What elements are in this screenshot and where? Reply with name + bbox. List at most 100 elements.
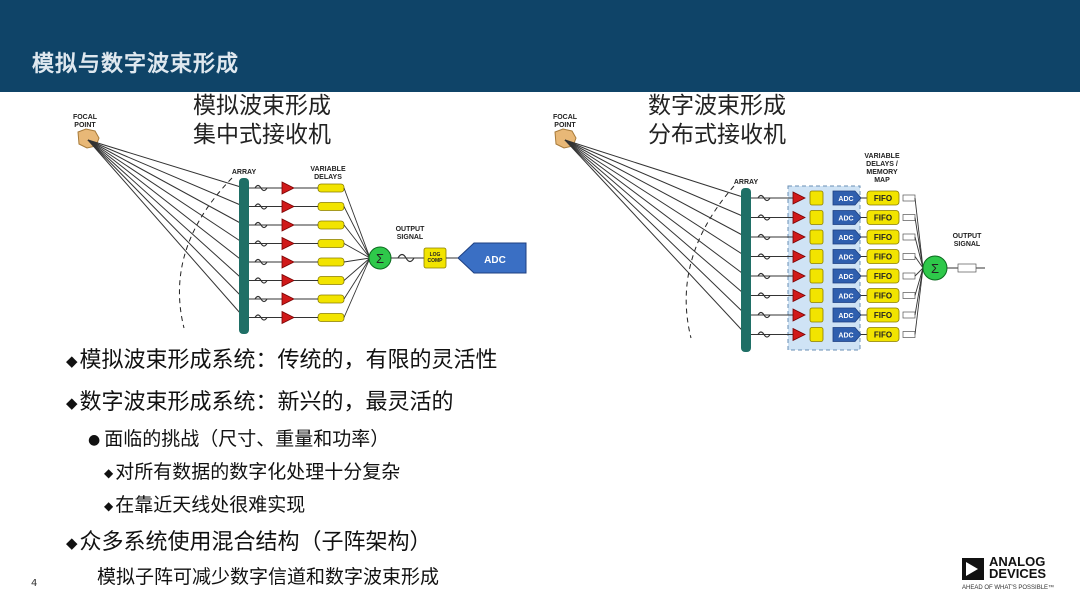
delay-block — [317, 276, 345, 285]
array-bar — [741, 188, 751, 352]
ray-line — [564, 139, 747, 277]
wave-icon — [254, 314, 268, 321]
ray-line — [87, 139, 245, 281]
fifo-block — [866, 249, 900, 264]
adc-small-label: ADC — [838, 216, 853, 223]
diamond-bullet-icon: ◆ — [66, 534, 78, 552]
ray-line — [564, 139, 747, 335]
ray-line — [87, 139, 245, 300]
delay-block — [317, 202, 345, 211]
wave-icon — [254, 240, 268, 247]
delay-block — [317, 257, 345, 267]
fifo-output-tag — [902, 194, 916, 202]
sum-line — [914, 217, 924, 269]
amplifier-icon — [792, 288, 806, 303]
left-diagram-title: 模拟波束形成 集中式接收机 — [193, 92, 331, 150]
fifo-block — [866, 307, 900, 323]
wave-icon — [254, 203, 268, 210]
filter-block — [809, 288, 824, 303]
array-label: ARRAY — [734, 179, 759, 186]
bullet-item: ◆数字波束形成系统：新兴的，最灵活的 — [66, 390, 454, 415]
right-diagram-title: 数字波束形成 分布式接收机 — [648, 92, 786, 150]
diamond-bullet-icon: ◆ — [66, 394, 78, 412]
adc-small-block — [832, 268, 862, 284]
sum-line — [343, 257, 371, 263]
fifo-output-tag — [902, 311, 916, 319]
slide-title: 模拟与数字波束形成 — [32, 52, 240, 77]
adc-small-block — [832, 229, 862, 245]
amplifier-icon — [792, 191, 806, 205]
filter-block — [809, 229, 824, 245]
sum-line — [914, 256, 924, 269]
wave-icon — [757, 214, 771, 221]
adc-small-block — [832, 210, 862, 225]
fifo-output-tag — [902, 331, 916, 338]
array-bar — [239, 178, 249, 334]
fifo-block — [866, 210, 900, 225]
fifo-label: FIFO — [874, 214, 892, 223]
fifo-block — [866, 268, 900, 284]
ray-line — [564, 139, 747, 218]
amplifier-icon — [281, 236, 295, 251]
dot-bullet-icon: ● — [88, 431, 101, 448]
logo-tagline: AHEAD OF WHAT'S POSSIBLE™ — [962, 585, 1055, 591]
amplifier-icon — [281, 255, 295, 269]
filter-block — [809, 307, 824, 323]
amplifier-icon — [792, 269, 806, 283]
filter-block — [809, 210, 824, 225]
wave-icon — [254, 277, 268, 284]
title-bar: 模拟与数字波束形成 — [0, 0, 1080, 92]
wave-icon — [757, 272, 771, 280]
amplifier-icon — [792, 249, 806, 264]
logo-triangle-icon — [962, 558, 984, 580]
sum-line — [343, 257, 371, 318]
fifo-block — [866, 229, 900, 245]
wave-icon — [254, 184, 268, 192]
fifo-block — [866, 288, 900, 303]
ray-line — [87, 139, 245, 318]
fifo-output-tag — [902, 214, 916, 221]
fifo-label: FIFO — [874, 233, 892, 242]
wave-icon — [757, 253, 771, 260]
bullet-item: ●面临的挑战（尺寸、重量和功率） — [88, 428, 390, 450]
adc-block — [457, 242, 527, 274]
fifo-block — [866, 327, 900, 342]
adc-small-label: ADC — [838, 313, 853, 320]
diamond-bullet-icon: ◆ — [104, 465, 114, 480]
left-title-line1: 模拟波束形成 — [193, 93, 331, 119]
bullet-item: ◆众多系统使用混合结构（子阵架构） — [66, 530, 432, 555]
adc-small-label: ADC — [838, 333, 853, 340]
fifo-label: FIFO — [874, 253, 892, 262]
fifo-label: FIFO — [874, 331, 892, 340]
adc-small-block — [832, 288, 862, 303]
amplifier-icon — [792, 230, 806, 244]
bullet-item: ◆在靠近天线处很难实现 — [104, 494, 306, 516]
ray-line — [87, 139, 245, 226]
right-title-line2: 分布式接收机 — [648, 122, 786, 148]
delay-block — [317, 220, 345, 230]
amplifier-icon — [792, 327, 806, 342]
filter-block — [809, 327, 824, 342]
adc-small-block — [832, 249, 862, 264]
bullet-item: ◆模拟波束形成系统：传统的，有限的灵活性 — [66, 348, 498, 373]
fifo-label: FIFO — [874, 292, 892, 301]
adc-label: ADC — [484, 255, 506, 266]
wave-icon — [254, 258, 268, 266]
sum-line — [343, 257, 371, 300]
wave-icon — [757, 292, 771, 299]
adc-small-block — [832, 190, 862, 206]
wavefront-arc — [685, 185, 735, 339]
bullet-item: 模拟子阵可减少数字信道和数字波束形成 — [97, 566, 440, 588]
sum-line — [914, 267, 924, 277]
sum-line — [914, 236, 924, 269]
amplifier-icon — [281, 273, 295, 288]
summer-symbol: Σ — [376, 251, 384, 266]
amplifier-icon — [792, 308, 806, 322]
